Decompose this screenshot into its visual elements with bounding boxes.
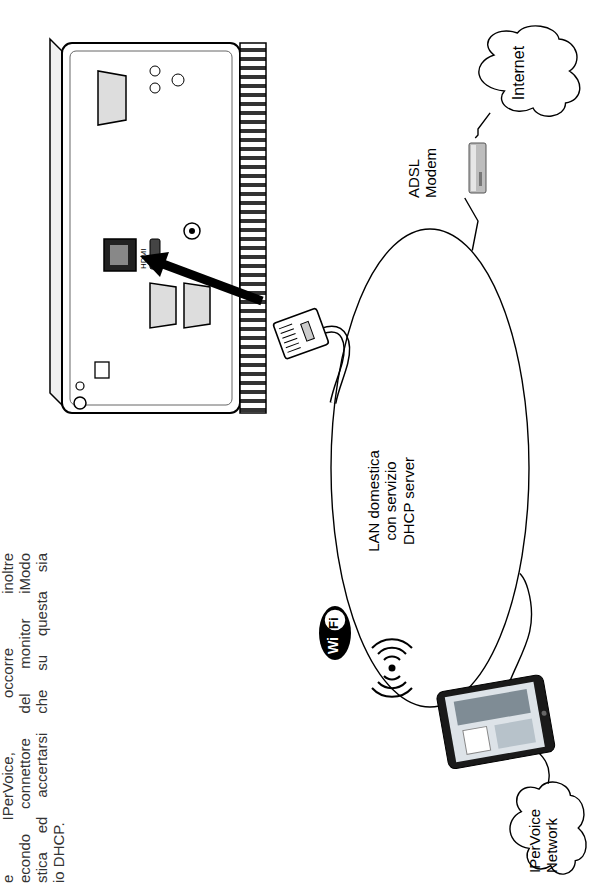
- body-text: io DHCP.: [51, 822, 68, 883]
- modem-leds: [479, 172, 482, 186]
- rj45-port: [104, 239, 136, 271]
- port-label: HDMI: [140, 249, 149, 269]
- heat-sink-fins: [240, 43, 266, 413]
- plug-body: [273, 308, 329, 359]
- screen-panel: [454, 689, 531, 725]
- modem-highlight: [471, 145, 476, 191]
- db9-port: [150, 283, 176, 328]
- led: [150, 66, 160, 76]
- led: [150, 83, 160, 93]
- rj45-plug: [273, 308, 329, 359]
- tablet-button: [541, 710, 547, 716]
- screen-logo: [463, 727, 491, 755]
- modem-box: ADSL Modem: [405, 138, 490, 198]
- plug-latch: [301, 321, 315, 341]
- device-top: [50, 39, 62, 405]
- modem-body: [469, 143, 486, 193]
- monitor-device: [50, 39, 266, 413]
- lan-oval: LAN domestica con servizio DHCP server: [330, 228, 530, 708]
- power-button: [172, 74, 184, 86]
- internet-cloud: Internet: [455, 23, 585, 123]
- tablet-frame: [436, 674, 556, 770]
- wave-arc: [378, 682, 406, 688]
- connector-line: [465, 198, 478, 250]
- wave-arc: [384, 657, 400, 660]
- panel-frame: [70, 51, 232, 405]
- wave-arc: [378, 648, 406, 654]
- node-text: Internet: [510, 23, 528, 123]
- audio-jack: [74, 397, 86, 409]
- audio-jack: [76, 382, 84, 390]
- node-text: LAN domestica con servizio DHCP server: [365, 442, 417, 560]
- node-text: ADSL Modem: [405, 138, 440, 198]
- wifi-logo-circle: [324, 609, 346, 631]
- oval-outline: [331, 229, 529, 707]
- cloud-outline: [479, 26, 580, 116]
- db15-port: [98, 71, 126, 125]
- usb-port: [95, 362, 109, 378]
- wave-arc: [384, 676, 400, 679]
- dc-jack: [189, 228, 195, 234]
- node-text: IPerVoice Network: [526, 793, 561, 873]
- body-text: e IPerVoice, occorre inoltre: [0, 553, 17, 883]
- antenna-dot: [389, 665, 396, 672]
- dc-jack: [184, 223, 200, 239]
- logo-text: Wi: [326, 637, 341, 654]
- arrow-shaft: [163, 264, 262, 301]
- oval-outline: [330, 228, 530, 708]
- wifi-logo-body: [319, 606, 351, 660]
- cloud-outline: [510, 782, 586, 874]
- logo-text: Fi: [327, 617, 341, 629]
- screen-panel: [494, 719, 536, 749]
- plug-contacts: [279, 324, 301, 352]
- body-text: stica ed accertarsi che su questa sia: [34, 553, 51, 883]
- wifi-logo: [319, 606, 351, 660]
- connector-line: [475, 113, 490, 138]
- rj45-port: [110, 245, 128, 265]
- wave-arc: [372, 639, 412, 648]
- db9-port: [184, 283, 210, 328]
- network-cloud: IPerVoice Network: [492, 779, 590, 881]
- insert-arrow: [140, 252, 262, 301]
- body-text: econdo connettore del monitor iModo: [17, 553, 34, 883]
- tablet-monitor: [436, 674, 556, 770]
- tablet-screen: [445, 682, 545, 763]
- device-panel: [62, 43, 240, 413]
